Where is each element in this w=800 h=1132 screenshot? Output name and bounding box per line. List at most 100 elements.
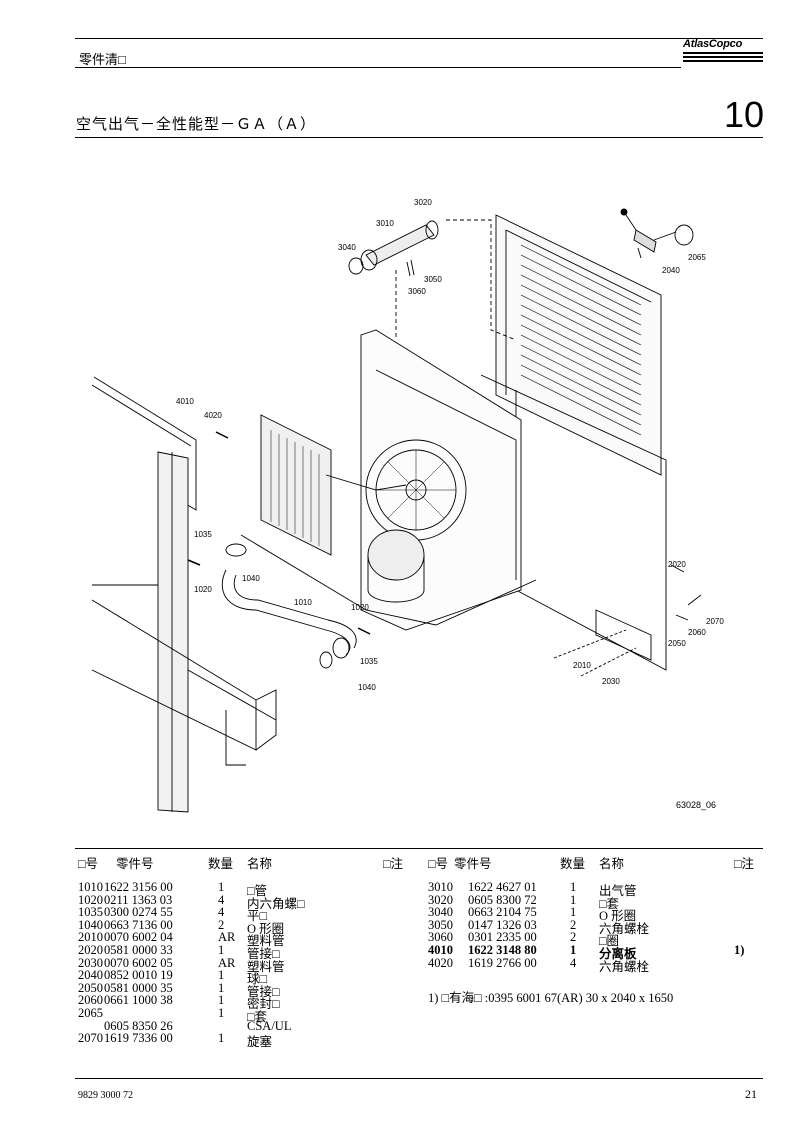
cell-qty: 4 bbox=[218, 905, 225, 920]
cell-qty: 1 bbox=[218, 943, 225, 957]
callout-2010: 2010 bbox=[573, 661, 591, 670]
hose-drawing bbox=[221, 543, 357, 669]
callout-3060: 3060 bbox=[408, 287, 426, 296]
cell-part: 0663 2104 75 bbox=[468, 905, 537, 920]
callout-2020: 2020 bbox=[668, 560, 686, 569]
exploded-parts-diagram: 3020 3010 3040 3050 3060 2040 2065 4010 … bbox=[91, 198, 724, 813]
cell-qty: 2 bbox=[570, 917, 577, 932]
cell-name: 平□ bbox=[247, 909, 268, 924]
cell-qty: 1 bbox=[218, 980, 225, 995]
cell-pos: 1010 bbox=[78, 880, 103, 894]
cell-pos: 3020 bbox=[428, 892, 453, 907]
cell-pos: 2020 bbox=[78, 943, 103, 957]
cell-name: □圈 bbox=[599, 934, 620, 949]
cell-note: 1) bbox=[734, 943, 745, 957]
cell-part: 0661 1000 38 bbox=[104, 993, 173, 1008]
header-bottom-rule bbox=[75, 67, 681, 68]
cell-pos: 3060 bbox=[428, 930, 453, 945]
cell-name: 六角螺栓 bbox=[599, 921, 650, 936]
cell-pos: 4020 bbox=[428, 955, 453, 970]
cell-qty: 1 bbox=[218, 968, 225, 983]
cell-pos: 2030 bbox=[78, 955, 103, 970]
footer-doc-number: 9829 3000 72 bbox=[78, 1090, 133, 1101]
header-part: 零件号 bbox=[454, 857, 492, 871]
cell-name: 旋塞 bbox=[247, 1035, 273, 1050]
header-title: 零件清□ bbox=[79, 52, 126, 67]
cell-qty: 1 bbox=[570, 892, 577, 907]
cell-name: O 形圈 bbox=[247, 921, 285, 936]
section-title: 空气出气－全性能型－ＧＡ（Ａ） bbox=[76, 116, 317, 133]
header-pos: □号 bbox=[78, 857, 99, 871]
header-name: 名称 bbox=[599, 857, 625, 871]
callout-2040: 2040 bbox=[662, 266, 680, 275]
cell-name: 塑料管 bbox=[247, 959, 285, 974]
cell-pos: 2050 bbox=[78, 980, 103, 995]
cell-name: 球□ bbox=[247, 972, 268, 987]
header-name: 名称 bbox=[247, 857, 273, 871]
cell-pos: 3040 bbox=[428, 905, 453, 920]
callout-2030: 2030 bbox=[602, 677, 620, 686]
cell-name: 塑料管 bbox=[247, 934, 285, 949]
cell-part: 0301 2335 00 bbox=[468, 930, 537, 945]
cell-pos: 2070 bbox=[78, 1031, 103, 1046]
callout-3050: 3050 bbox=[424, 275, 442, 284]
section-number: 10 bbox=[724, 94, 765, 135]
header-pos: □号 bbox=[428, 857, 449, 871]
callout-1040-right: 1040 bbox=[358, 683, 376, 692]
header-qty: 数量 bbox=[208, 857, 234, 871]
cell-name: 管接□ bbox=[247, 947, 280, 961]
callout-1010: 1010 bbox=[294, 598, 312, 607]
cell-qty: 4 bbox=[570, 955, 577, 970]
cell-part: 0605 8350 26 bbox=[104, 1018, 173, 1033]
cell-name: O 形圈 bbox=[599, 909, 637, 924]
cell-qty: 1 bbox=[218, 880, 225, 894]
cell-part: 0663 7136 00 bbox=[104, 917, 173, 932]
cell-pos: 1040 bbox=[78, 917, 103, 932]
header-top-rule bbox=[75, 38, 763, 39]
footer-page-number: 21 bbox=[745, 1087, 757, 1101]
section-rule bbox=[75, 137, 763, 138]
cell-name: □管 bbox=[247, 884, 268, 898]
callout-2050: 2050 bbox=[668, 639, 686, 648]
callout-3040: 3040 bbox=[338, 243, 356, 252]
cell-part: 0852 0010 19 bbox=[104, 968, 173, 983]
callout-1020-right: 1020 bbox=[351, 603, 369, 612]
cell-qty: 2 bbox=[570, 930, 577, 945]
cell-pos: 3050 bbox=[428, 917, 453, 932]
cell-name: □套 bbox=[247, 1010, 268, 1024]
cell-name: □套 bbox=[599, 896, 620, 911]
cell-qty: 2 bbox=[218, 917, 225, 932]
cell-part: 1622 3156 00 bbox=[104, 880, 173, 894]
cell-part: 1619 2766 00 bbox=[468, 955, 537, 970]
callout-4020: 4020 bbox=[204, 411, 222, 420]
cell-part: 1622 3148 80 bbox=[468, 943, 537, 957]
callout-labels: 3020 3010 3040 3050 3060 2040 2065 4010 … bbox=[176, 198, 724, 692]
logo-text: AtlasCopco bbox=[683, 38, 743, 50]
cell-qty: 1 bbox=[218, 993, 225, 1008]
cell-part: 0300 0274 55 bbox=[104, 905, 173, 920]
cell-pos: 2065 bbox=[78, 1006, 103, 1020]
cell-part: 0605 8300 72 bbox=[468, 892, 537, 907]
cell-name: 出气管 bbox=[599, 884, 637, 898]
table-top-rule bbox=[75, 848, 763, 849]
callout-1035-right: 1035 bbox=[360, 657, 378, 666]
cell-qty: 1 bbox=[218, 1006, 225, 1020]
outlet-pipe-drawing bbox=[348, 219, 517, 341]
header-qty: 数量 bbox=[560, 857, 586, 871]
cell-part: 0070 6002 05 bbox=[104, 955, 173, 970]
figure-id: 63028_06 bbox=[676, 800, 717, 810]
cell-part: 0070 6002 04 bbox=[104, 930, 173, 945]
dryer-unit-drawing bbox=[240, 329, 537, 631]
callout-1040-left: 1040 bbox=[242, 574, 260, 583]
cell-part: 1622 4627 01 bbox=[468, 880, 537, 894]
cell-part: 0211 1363 03 bbox=[104, 892, 173, 907]
cell-pos: 3010 bbox=[428, 880, 453, 894]
cell-pos: 1020 bbox=[78, 892, 103, 907]
cell-part: 0581 0000 33 bbox=[104, 943, 173, 957]
ball-valve-drawing bbox=[620, 208, 694, 259]
callout-2070: 2070 bbox=[706, 617, 724, 626]
footnote: 1) □有海□ :0395 6001 67(AR) 30 x 2040 x 16… bbox=[428, 991, 674, 1005]
cell-qty: 4 bbox=[218, 892, 225, 907]
cell-name: 六角螺栓 bbox=[599, 959, 650, 974]
